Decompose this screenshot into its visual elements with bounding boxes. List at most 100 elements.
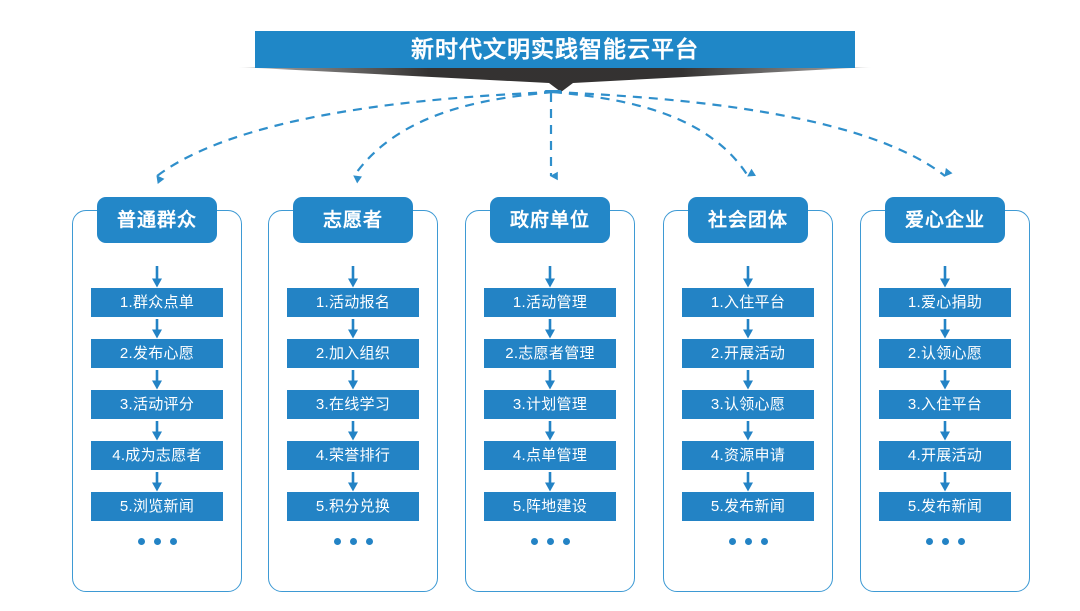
- list-item[interactable]: 4.开展活动: [879, 441, 1011, 470]
- item-label: 1.爱心捐助: [907, 294, 983, 311]
- column-title: 志愿者: [322, 209, 383, 231]
- item-label: 1.入住平台: [710, 294, 786, 311]
- list-item[interactable]: 1.群众点单: [91, 288, 223, 317]
- down-arrow-icon: [152, 319, 162, 339]
- item-label: 2.发布心愿: [119, 345, 195, 362]
- list-item[interactable]: 5.发布新闻: [879, 492, 1011, 521]
- item-label: 3.认领心愿: [710, 396, 786, 413]
- column-items: 1.活动报名 2.加入组织 3.在线学习 4.荣誉排行 5.积分兑换: [268, 266, 438, 545]
- item-label: 3.计划管理: [512, 396, 588, 413]
- item-label: 4.资源申请: [710, 447, 786, 464]
- item-label: 5.发布新闻: [907, 498, 983, 515]
- down-arrow-icon: [940, 370, 950, 390]
- column-title: 社会团体: [707, 209, 788, 231]
- connector-to-column-2: [353, 90, 554, 184]
- down-arrow-icon: [545, 421, 555, 441]
- column-header-social-group[interactable]: 社会团体: [688, 197, 808, 243]
- list-item[interactable]: 5.浏览新闻: [91, 492, 223, 521]
- down-arrow-icon: [940, 472, 950, 492]
- down-arrow-icon: [152, 370, 162, 390]
- more-items-ellipsis: [728, 537, 768, 545]
- column-header-government[interactable]: 政府单位: [490, 197, 610, 243]
- connector-to-column-5: [552, 90, 953, 177]
- list-item[interactable]: 5.阵地建设: [484, 492, 616, 521]
- column-title: 普通群众: [116, 209, 197, 231]
- item-label: 4.荣誉排行: [315, 447, 391, 464]
- item-label: 1.活动报名: [315, 294, 391, 311]
- list-item[interactable]: 3.计划管理: [484, 390, 616, 419]
- down-arrow-icon: [940, 266, 950, 288]
- list-item[interactable]: 3.在线学习: [287, 390, 419, 419]
- list-item[interactable]: 2.认领心愿: [879, 339, 1011, 368]
- item-label: 4.开展活动: [907, 447, 983, 464]
- item-label: 4.点单管理: [512, 447, 588, 464]
- more-items-ellipsis: [530, 537, 570, 545]
- more-items-ellipsis: [925, 537, 965, 545]
- down-arrow-icon: [348, 319, 358, 339]
- column-public: 普通群众 1.群众点单 2.发布心愿 3.活动评分 4.成为志愿者 5.浏览新闻: [72, 197, 242, 592]
- item-label: 5.浏览新闻: [119, 498, 195, 515]
- list-item[interactable]: 3.认领心愿: [682, 390, 814, 419]
- connector-to-column-1: [156, 90, 554, 184]
- item-label: 2.志愿者管理: [505, 345, 595, 362]
- column-header-public[interactable]: 普通群众: [97, 197, 217, 243]
- list-item[interactable]: 1.爱心捐助: [879, 288, 1011, 317]
- more-items-ellipsis: [333, 537, 373, 545]
- column-header-enterprise[interactable]: 爱心企业: [885, 197, 1005, 243]
- column-items: 1.群众点单 2.发布心愿 3.活动评分 4.成为志愿者 5.浏览新闻: [72, 266, 242, 545]
- item-label: 2.认领心愿: [907, 345, 983, 362]
- list-item[interactable]: 4.资源申请: [682, 441, 814, 470]
- down-arrow-icon: [348, 421, 358, 441]
- column-social-group: 社会团体 1.入住平台 2.开展活动 3.认领心愿 4.资源申请 5.发布新闻: [663, 197, 833, 592]
- column-title: 爱心企业: [904, 209, 985, 231]
- list-item[interactable]: 2.加入组织: [287, 339, 419, 368]
- list-item[interactable]: 5.发布新闻: [682, 492, 814, 521]
- list-item[interactable]: 1.活动管理: [484, 288, 616, 317]
- list-item[interactable]: 1.活动报名: [287, 288, 419, 317]
- column-items: 1.入住平台 2.开展活动 3.认领心愿 4.资源申请 5.发布新闻: [663, 266, 833, 545]
- down-arrow-icon: [743, 319, 753, 339]
- list-item[interactable]: 2.开展活动: [682, 339, 814, 368]
- down-arrow-icon: [940, 421, 950, 441]
- down-arrow-icon: [545, 266, 555, 288]
- column-items: 1.爱心捐助 2.认领心愿 3.入住平台 4.开展活动 5.发布新闻: [860, 266, 1030, 545]
- down-arrow-icon: [545, 319, 555, 339]
- list-item[interactable]: 5.积分兑换: [287, 492, 419, 521]
- down-arrow-icon: [152, 472, 162, 492]
- list-item[interactable]: 1.入住平台: [682, 288, 814, 317]
- item-label: 3.在线学习: [315, 396, 391, 413]
- list-item[interactable]: 4.荣誉排行: [287, 441, 419, 470]
- down-arrow-icon: [348, 370, 358, 390]
- item-label: 2.加入组织: [315, 345, 391, 362]
- item-label: 3.入住平台: [907, 396, 983, 413]
- column-enterprise: 爱心企业 1.爱心捐助 2.认领心愿 3.入住平台 4.开展活动 5.发布新闻: [860, 197, 1030, 592]
- item-label: 4.成为志愿者: [112, 447, 202, 464]
- down-arrow-icon: [743, 370, 753, 390]
- list-item[interactable]: 2.志愿者管理: [484, 339, 616, 368]
- down-arrow-icon: [545, 370, 555, 390]
- column-header-volunteer[interactable]: 志愿者: [293, 197, 413, 243]
- list-item[interactable]: 2.发布心愿: [91, 339, 223, 368]
- item-label: 5.积分兑换: [315, 498, 391, 515]
- list-item[interactable]: 4.成为志愿者: [91, 441, 223, 470]
- down-arrow-icon: [152, 266, 162, 288]
- down-arrow-icon: [940, 319, 950, 339]
- down-arrow-icon: [348, 266, 358, 288]
- item-label: 5.阵地建设: [512, 498, 588, 515]
- down-arrow-icon: [152, 421, 162, 441]
- down-arrow-icon: [348, 472, 358, 492]
- list-item[interactable]: 3.入住平台: [879, 390, 1011, 419]
- item-label: 1.活动管理: [512, 294, 588, 311]
- column-government: 政府单位 1.活动管理 2.志愿者管理 3.计划管理 4.点单管理 5.阵地建设: [465, 197, 635, 592]
- list-item[interactable]: 3.活动评分: [91, 390, 223, 419]
- more-items-ellipsis: [137, 537, 177, 545]
- column-items: 1.活动管理 2.志愿者管理 3.计划管理 4.点单管理 5.阵地建设: [465, 266, 635, 545]
- down-arrow-icon: [743, 472, 753, 492]
- list-item[interactable]: 4.点单管理: [484, 441, 616, 470]
- down-arrow-icon: [545, 472, 555, 492]
- item-label: 2.开展活动: [710, 345, 786, 362]
- down-arrow-icon: [743, 266, 753, 288]
- item-label: 1.群众点单: [119, 294, 195, 311]
